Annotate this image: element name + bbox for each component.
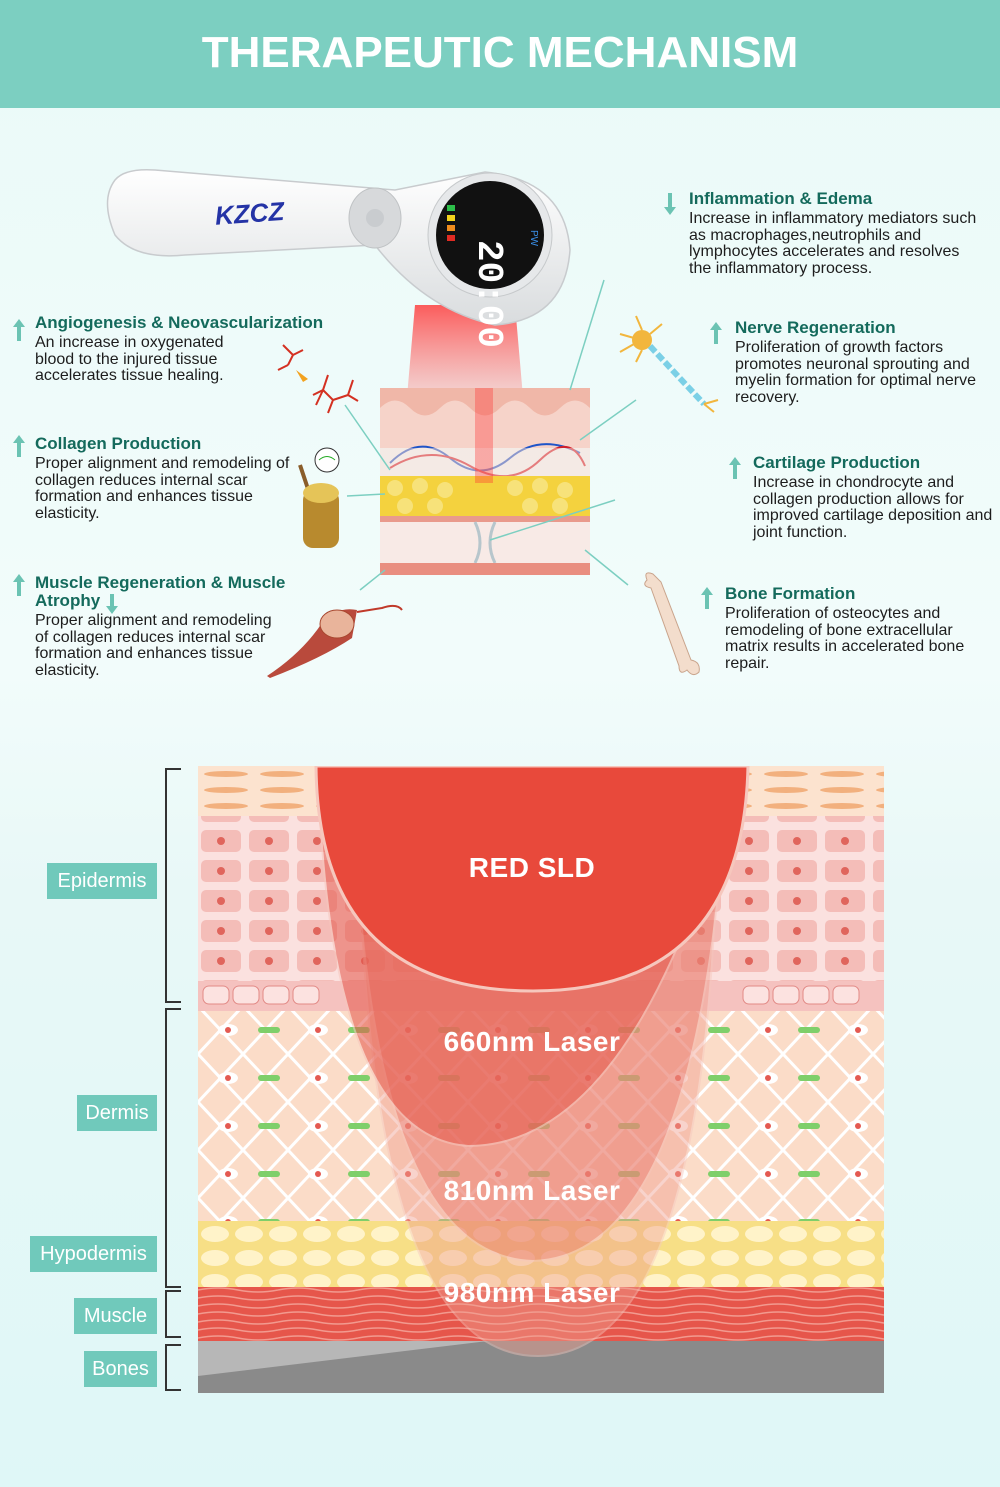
effect-description: Proper alignment and remodeling of colla… <box>35 455 290 522</box>
collagen-fiber-icon <box>298 447 340 548</box>
effect-collagen: Collagen Production Proper alignment and… <box>35 435 290 522</box>
effect-nerve: Nerve Regeneration Proliferation of grow… <box>735 319 985 406</box>
effect-title: Muscle Regeneration & Muscle Atrophy <box>35 573 286 610</box>
effect-title: Bone Formation <box>725 584 856 603</box>
decrease-arrow-icon <box>664 193 676 215</box>
header-banner: THERAPEUTIC MECHANISM <box>0 0 1000 108</box>
skin-cross-section-diagram <box>380 388 590 575</box>
effect-title: Angiogenesis & Neovascularization <box>35 313 324 332</box>
layer-tag-hypodermis: Hypodermis <box>30 1236 157 1272</box>
muscle-fiber-icon <box>267 604 403 678</box>
neuron-icon <box>619 315 719 413</box>
layer-tag-dermis: Dermis <box>77 1095 157 1131</box>
increase-arrow-icon <box>701 587 713 609</box>
page-title: THERAPEUTIC MECHANISM <box>201 28 799 77</box>
increase-arrow-icon <box>710 322 722 344</box>
effect-description: Increase in inflammatory mediators such … <box>689 210 977 277</box>
bracket-bones <box>165 1344 181 1391</box>
layer-tag-bones: Bones <box>84 1351 157 1387</box>
decrease-arrow-icon <box>106 594 118 614</box>
bracket-epidermis <box>165 768 181 1003</box>
device-brand-logo: KZCZ <box>214 196 286 231</box>
effect-angiogenesis: Angiogenesis & Neovascularization An inc… <box>35 314 355 385</box>
increase-arrow-icon <box>13 435 25 457</box>
effect-description: Increase in chondrocyte and collagen pro… <box>753 474 993 541</box>
effect-bone: Bone Formation Proliferation of osteocyt… <box>725 585 990 672</box>
penetration-label-red-sld: RED SLD <box>468 852 596 883</box>
penetration-label-980nm: 980nm Laser <box>443 1277 621 1308</box>
effect-title: Inflammation & Edema <box>689 189 873 208</box>
effect-description: Proliferation of growth factors promotes… <box>735 339 976 406</box>
effect-title: Collagen Production <box>35 434 202 453</box>
layer-tag-epidermis: Epidermis <box>47 863 157 899</box>
device-timer-display: 20:00 <box>468 240 509 348</box>
increase-arrow-icon <box>13 319 25 341</box>
bracket-dermis-hypodermis <box>165 1008 181 1288</box>
connector-lines <box>344 279 637 591</box>
penetration-label-660nm: 660nm Laser <box>443 1026 621 1057</box>
penetration-label-810nm: 810nm Laser <box>443 1175 621 1206</box>
increase-arrow-icon <box>729 457 741 479</box>
effect-description: An increase in oxygenated blood to the i… <box>35 334 224 384</box>
effect-title: Cartilage Production <box>753 453 921 472</box>
layer-tag-muscle: Muscle <box>74 1298 157 1334</box>
blood-vessel-icon <box>277 344 359 414</box>
effect-title: Nerve Regeneration <box>735 318 896 337</box>
effect-inflammation: Inflammation & Edema Increase in inflamm… <box>689 190 984 277</box>
effect-description: Proliferation of osteocytes and remodeli… <box>725 605 965 672</box>
bone-icon <box>644 572 700 676</box>
bracket-muscle <box>165 1290 181 1338</box>
increase-arrow-icon <box>13 574 25 596</box>
effect-description: Proper alignment and remodeling of colla… <box>35 612 272 679</box>
effect-cartilage: Cartilage Production Increase in chondro… <box>753 454 993 541</box>
svg-text:PW: PW <box>528 230 539 247</box>
effect-muscle: Muscle Regeneration & Muscle Atrophy Pro… <box>35 574 305 679</box>
penetration-depth-diagram <box>198 766 884 1393</box>
